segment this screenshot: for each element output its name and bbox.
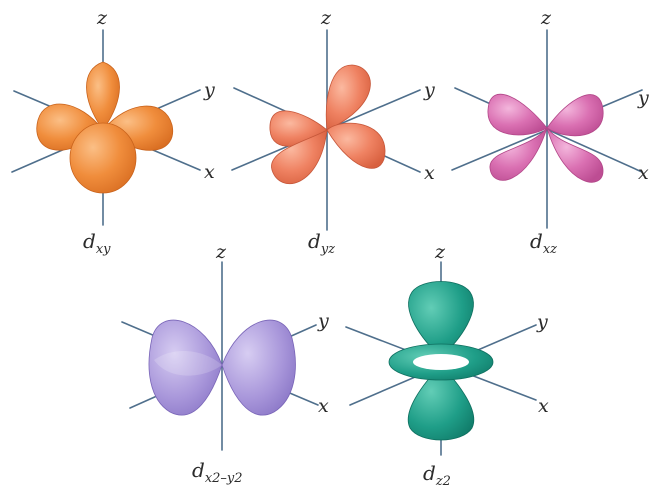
dyz-y-label: y — [423, 79, 435, 101]
dxz-caption: dxz — [530, 229, 557, 257]
orbital-dyz: z y x dyz — [231, 7, 435, 257]
dyz-caption: dyz — [308, 229, 335, 257]
orbital-dxz: z y x dxz — [451, 7, 649, 257]
dxy-caption: dxy — [83, 229, 111, 257]
dxz-z-label: z — [540, 7, 552, 29]
dyz-z-label: z — [320, 7, 332, 29]
dz2-z-label: z — [434, 241, 446, 263]
dx2y2-x-label: x — [318, 395, 329, 417]
dyz-lobes — [269, 64, 386, 185]
dyz-x-label: x — [424, 162, 435, 184]
dz2-y-label: y — [536, 311, 548, 333]
dxy-lobes — [36, 61, 174, 194]
dxz-lobes — [487, 93, 604, 183]
orbital-dx2y2: z y x dx2–y2 — [121, 241, 329, 486]
dxz-x-label: x — [638, 162, 649, 184]
dx2y2-lobes — [148, 319, 296, 416]
dxz-y-label: y — [637, 87, 649, 109]
dxy-x-label: x — [204, 161, 215, 183]
dx2y2-caption: dx2–y2 — [192, 458, 243, 486]
dxy-z-label: z — [96, 7, 108, 29]
dz2-caption: dz2 — [423, 461, 451, 489]
dx2y2-y-label: y — [317, 310, 329, 332]
dz2-lobes — [388, 281, 494, 441]
dxy-y-label: y — [203, 79, 215, 101]
dx2y2-z-label: z — [215, 241, 227, 263]
dz2-x-label: x — [538, 395, 549, 417]
orbital-dz2: z y x dz2 — [345, 241, 549, 489]
orbital-dxy: z y x dxy — [11, 7, 215, 257]
